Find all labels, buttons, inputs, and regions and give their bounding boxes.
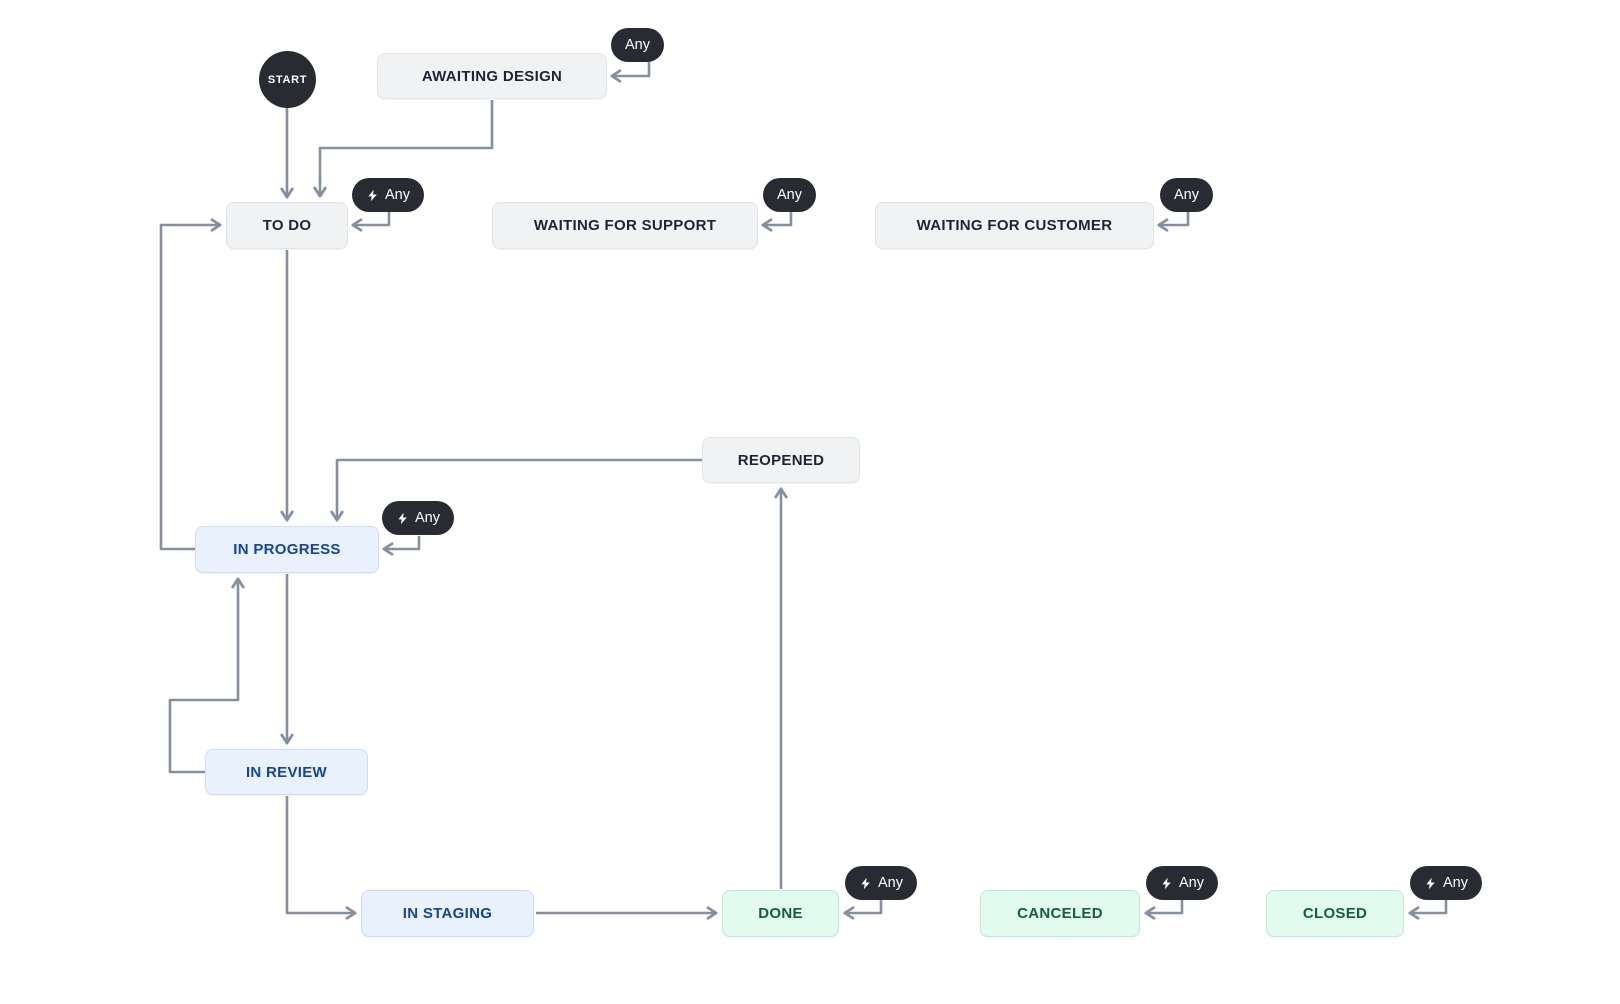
lightning-bolt-icon [368,189,377,201]
status-to-do[interactable]: TO DO [226,202,348,249]
any-rule-badge-waiting-for-customer[interactable]: Any [1160,178,1213,212]
any-rule-badge-label: Any [878,875,903,891]
transition-any-to-inprogress[interactable] [382,536,421,556]
any-rule-badge-label: Any [415,510,440,526]
any-rule-badge-label: Any [385,187,410,203]
any-rule-badge-waiting-for-support[interactable]: Any [763,178,816,212]
any-rule-badge-label: Any [625,37,650,53]
transition-inreview-to-instaging[interactable] [285,796,357,920]
lightning-bolt-icon [398,512,407,524]
transition-any-to-done[interactable] [843,900,883,920]
status-in-review[interactable]: IN REVIEW [205,749,368,795]
any-rule-badge-label: Any [1443,875,1468,891]
transition-inprogress-to-todo[interactable] [159,218,222,551]
any-rule-badge-in-progress[interactable]: Any [382,501,454,535]
status-waiting-for-customer[interactable]: WAITING FOR CUSTOMER [875,202,1154,249]
transition-awaitingdesign-to-todo[interactable] [313,100,494,198]
any-rule-badge-awaiting-design[interactable]: Any [611,28,664,62]
any-rule-badge-canceled[interactable]: Any [1146,866,1218,900]
transition-any-to-awaitingdesign[interactable] [610,62,651,83]
status-reopened[interactable]: REOPENED [702,437,860,483]
lightning-bolt-icon [1426,877,1435,889]
status-waiting-for-support[interactable]: WAITING FOR SUPPORT [492,202,758,249]
any-rule-badge-to-do[interactable]: Any [352,178,424,212]
status-closed[interactable]: CLOSED [1266,890,1404,937]
status-in-progress[interactable]: IN PROGRESS [195,526,379,573]
transition-any-to-waitingforcustomer[interactable] [1157,212,1190,232]
lightning-bolt-icon [1162,877,1171,889]
status-in-staging[interactable]: IN STAGING [361,890,534,937]
any-rule-badge-label: Any [1179,875,1204,891]
any-rule-badge-label: Any [777,187,802,203]
transition-any-to-todo[interactable] [351,212,391,232]
status-awaiting-design[interactable]: AWAITING DESIGN [377,53,607,99]
any-rule-badge-label: Any [1174,187,1199,203]
transition-reopened-to-inprogress[interactable] [330,458,702,522]
start-node[interactable]: START [259,51,316,108]
status-done[interactable]: DONE [722,890,839,937]
transition-any-to-closed[interactable] [1408,900,1448,920]
transition-inreview-to-inprogress[interactable] [168,577,245,774]
transition-any-to-waitingforsupport[interactable] [761,212,793,232]
lightning-bolt-icon [861,877,870,889]
status-canceled[interactable]: CANCELED [980,890,1140,937]
any-rule-badge-closed[interactable]: Any [1410,866,1482,900]
any-rule-badge-done[interactable]: Any [845,866,917,900]
transition-any-to-canceled[interactable] [1144,900,1184,920]
